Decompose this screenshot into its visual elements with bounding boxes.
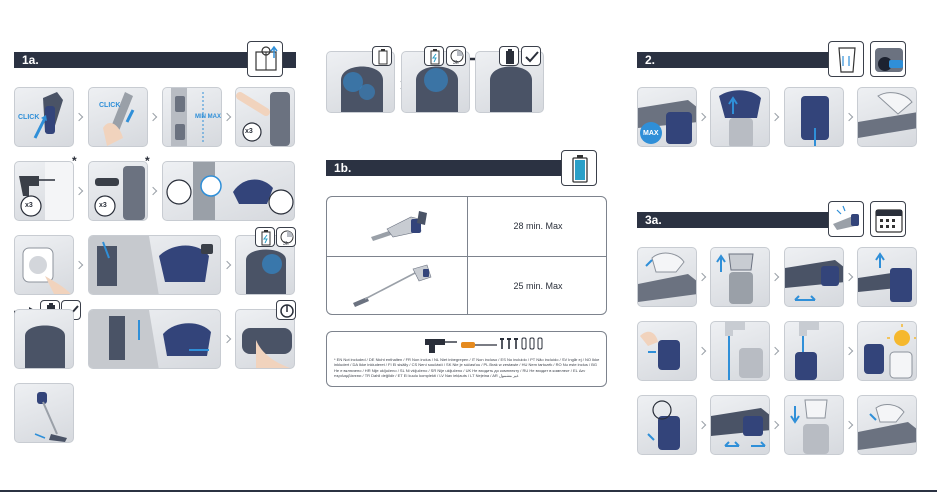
max-label: MAX bbox=[643, 130, 659, 137]
clock-icon: 3h bbox=[276, 227, 296, 247]
chevron-right-icon bbox=[845, 113, 853, 121]
section-2-label: 2. bbox=[637, 52, 655, 68]
step-3a-close-lid bbox=[857, 395, 917, 455]
chevron-right-icon bbox=[698, 273, 706, 281]
battery-level-icon bbox=[561, 150, 597, 186]
section-1a-label: 1a. bbox=[14, 52, 39, 68]
chevron-right-icon bbox=[223, 335, 231, 343]
step-3a-lift-filter bbox=[710, 247, 770, 307]
chevron-right-icon bbox=[771, 113, 779, 121]
x3-label-c: x3 bbox=[245, 128, 253, 135]
step-3a-insert-filter bbox=[784, 395, 844, 455]
battery-charging-icon bbox=[424, 46, 444, 66]
screws-icon bbox=[499, 337, 519, 351]
screwdriver-icon bbox=[461, 340, 499, 350]
check-icon bbox=[521, 46, 541, 66]
chevron-right-icon bbox=[149, 187, 157, 195]
step-1a-insert-screws: x3 bbox=[88, 161, 148, 221]
handheld-vacuum-illustration bbox=[327, 197, 467, 256]
runtime-table: 28 min. Max 25 min. Max bbox=[326, 196, 607, 315]
step-3a-rinse-bin bbox=[784, 321, 844, 381]
step-3a-reassemble-filter bbox=[637, 395, 697, 455]
table-divider bbox=[467, 197, 468, 315]
chevron-right-icon bbox=[845, 347, 853, 355]
empty-bin-icon bbox=[828, 41, 864, 77]
not-included-asterisk: * bbox=[145, 154, 150, 168]
step-2-open-bin bbox=[784, 87, 844, 147]
x3-label-b: x3 bbox=[99, 202, 107, 209]
section-3a-label: 3a. bbox=[637, 212, 662, 228]
click-label-2: CLICK bbox=[99, 102, 120, 109]
chevron-right-icon bbox=[75, 187, 83, 195]
chevron-right-icon bbox=[771, 273, 779, 281]
stick-vacuum-illustration bbox=[327, 257, 467, 315]
step-3a-dry-filter bbox=[857, 321, 917, 381]
step-1a-insert-battery bbox=[88, 309, 221, 369]
section-2-header bbox=[637, 52, 830, 68]
runtime-value: 28 min. Max bbox=[468, 197, 607, 256]
chevron-right-icon bbox=[845, 273, 853, 281]
step-1a-charge-dock bbox=[88, 235, 221, 295]
runtime-value: 25 min. Max bbox=[468, 257, 607, 315]
step-2-empty-bin bbox=[857, 87, 917, 147]
power-icon bbox=[276, 300, 296, 320]
clock-icon: 3h bbox=[446, 46, 466, 66]
step-2-remove-bin bbox=[710, 87, 770, 147]
step-3a-separate-filter bbox=[637, 321, 697, 381]
step-1a-charged-battery bbox=[14, 309, 74, 369]
bottom-rule bbox=[0, 490, 937, 492]
step-1a-attach-tube: CLICK bbox=[14, 87, 74, 147]
manual-reading-icon bbox=[247, 41, 283, 77]
step-1a-stick-vacuum bbox=[14, 383, 74, 443]
step-1a-attach-nozzle: CLICK bbox=[88, 87, 148, 147]
step-3a-twist-filter bbox=[784, 247, 844, 307]
drill-icon bbox=[423, 335, 459, 355]
step-2-bin-full: MAX bbox=[637, 87, 697, 147]
chevron-right-icon bbox=[845, 421, 853, 429]
chevron-right-icon bbox=[698, 113, 706, 121]
step-3a-remove-lid bbox=[637, 247, 697, 307]
step-3a-remove-filter bbox=[857, 247, 917, 307]
chevron-right-icon bbox=[771, 347, 779, 355]
hour-label-b: 3h bbox=[453, 60, 459, 66]
section-1b-header bbox=[326, 160, 569, 176]
battery-empty-icon bbox=[372, 46, 392, 66]
step-1a-wall-height: MIN MAX bbox=[162, 87, 222, 147]
min-max-label: MIN MAX bbox=[195, 114, 221, 120]
chevron-right-icon bbox=[75, 261, 83, 269]
step-1a-plug-socket bbox=[14, 235, 74, 295]
chevron-right-icon bbox=[223, 113, 231, 121]
step-1a-screw-mount: x3 bbox=[235, 87, 295, 147]
not-included-asterisk: * bbox=[72, 154, 77, 168]
click-label-1: CLICK bbox=[18, 114, 39, 121]
max-level-icon bbox=[870, 41, 906, 77]
step-1a-mount-cable bbox=[162, 161, 295, 221]
chevron-right-icon bbox=[771, 421, 779, 429]
chevron-right-icon bbox=[149, 113, 157, 121]
calendar-icon bbox=[870, 201, 906, 237]
step-3a-attach-filter bbox=[710, 395, 770, 455]
section-3a-header bbox=[637, 212, 830, 228]
battery-full-icon bbox=[499, 46, 519, 66]
chevron-right-icon bbox=[698, 421, 706, 429]
battery-charging-icon bbox=[255, 227, 275, 247]
section-1b-label: 1b. bbox=[326, 160, 351, 176]
not-included-note: * EN Not included / DE Nicht enthalten /… bbox=[334, 357, 602, 385]
tools-required-box: * EN Not included / DE Nicht enthalten /… bbox=[326, 331, 607, 387]
filter-cleaning-icon bbox=[828, 201, 864, 237]
chevron-right-icon bbox=[223, 261, 231, 269]
wall-plugs-icon bbox=[521, 337, 543, 351]
chevron-right-icon bbox=[75, 113, 83, 121]
step-1a-drill-wall: x3 bbox=[14, 161, 74, 221]
chevron-right-icon bbox=[698, 347, 706, 355]
step-3a-rinse-filter bbox=[710, 321, 770, 381]
hour-label-a: 3h bbox=[283, 241, 289, 247]
x3-label-a: x3 bbox=[25, 202, 33, 209]
